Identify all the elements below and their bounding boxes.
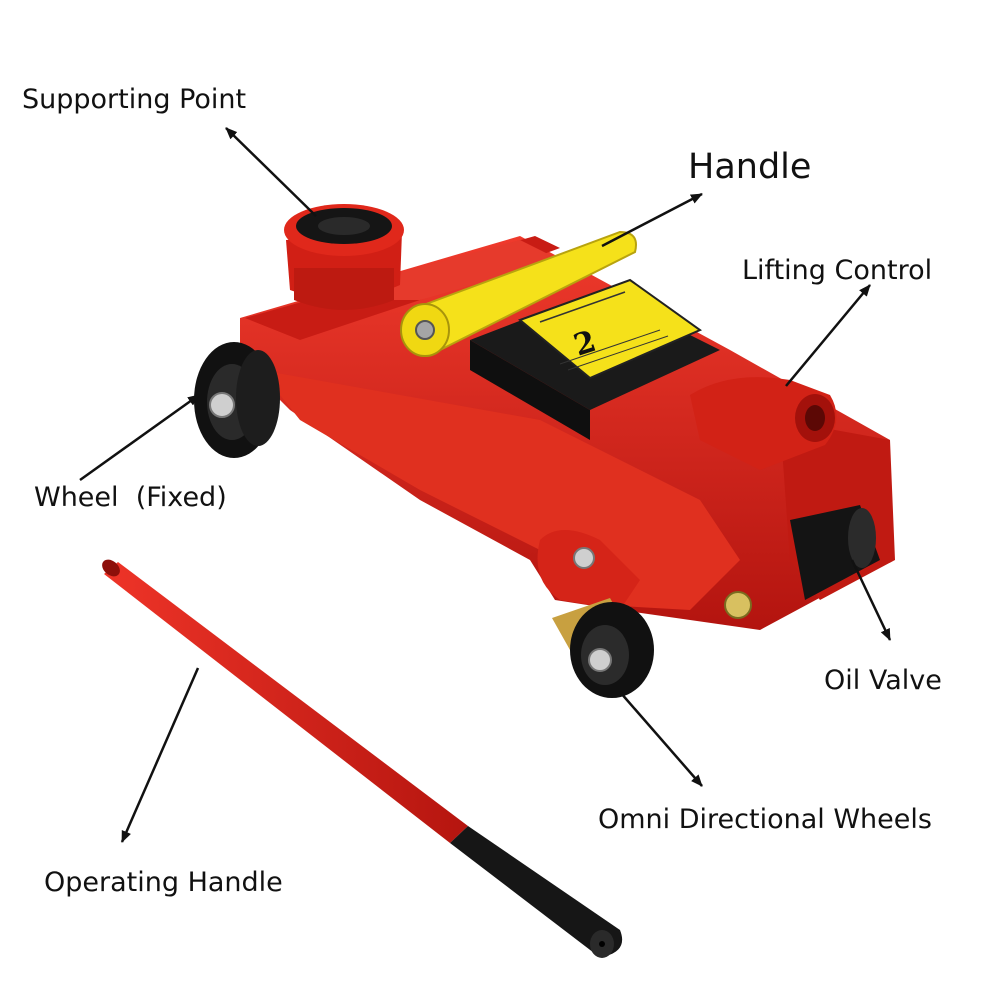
label-oil-valve: Oil Valve — [824, 665, 942, 696]
capacity-plate: 2 — [518, 278, 703, 380]
arrow-oil-valve — [850, 559, 892, 641]
arrow-handle — [601, 192, 703, 248]
operating-handle-pole — [102, 559, 623, 958]
arrow-omni-wheels — [619, 691, 703, 787]
label-supporting-point: Supporting Point — [22, 84, 247, 115]
label-lifting-control: Lifting Control — [742, 255, 933, 286]
label-omni-directional-wheels: Omni Directional Wheels — [598, 804, 932, 835]
label-operating-handle: Operating Handle — [44, 867, 283, 898]
supporting-saddle — [284, 204, 404, 310]
label-wheel-fixed: Wheel (Fixed) — [34, 482, 227, 513]
annotation-arrows — [79, 127, 892, 843]
arrow-wheel — [79, 393, 200, 482]
arrow-lifting-control — [785, 284, 871, 387]
omni-wheel — [552, 598, 654, 698]
arrow-supporting-point — [225, 127, 317, 217]
arrow-operating-handle — [120, 667, 200, 843]
label-handle: Handle — [688, 147, 812, 187]
fixed-wheel — [194, 342, 280, 458]
jack-body — [240, 236, 895, 630]
